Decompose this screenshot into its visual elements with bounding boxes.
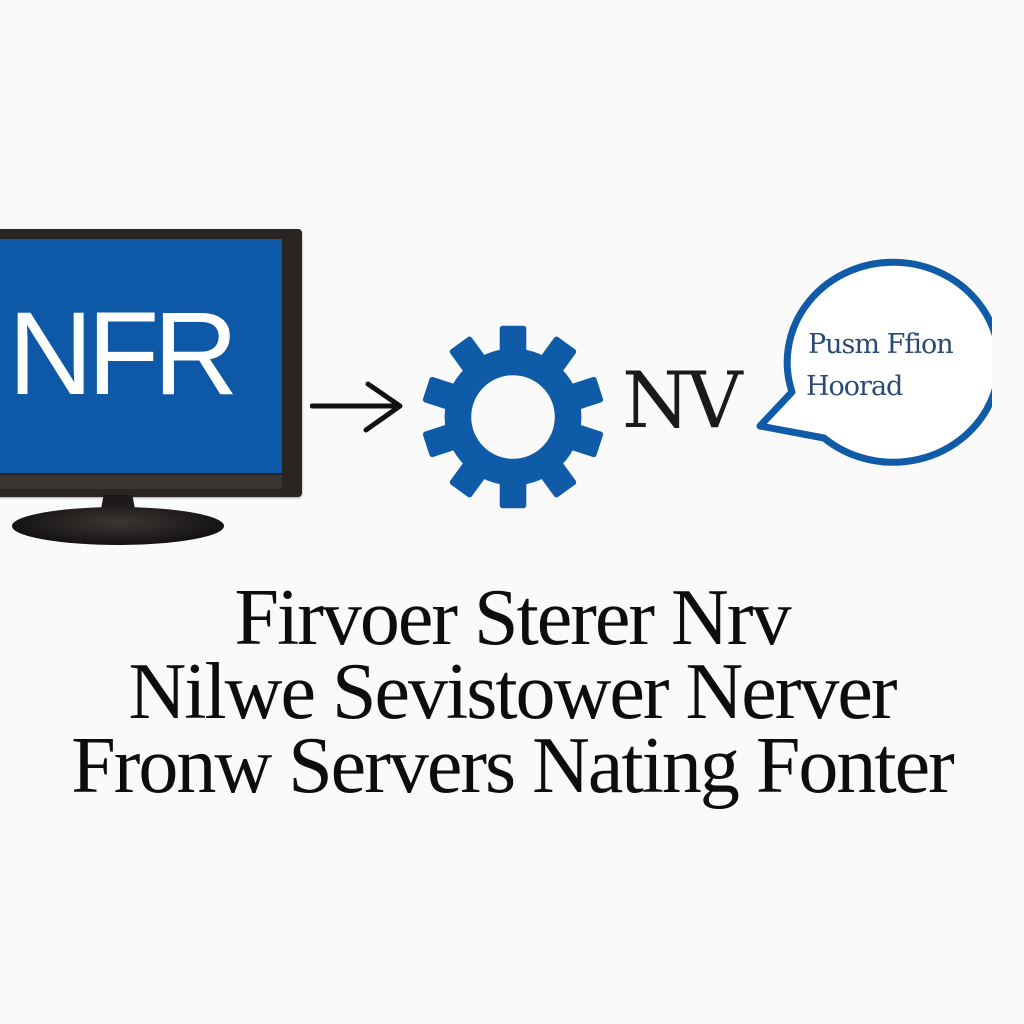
- bubble-text-line-1: Pusm Ffion: [808, 329, 954, 360]
- caption-line-3: Fronw Servers Nating Fonter: [71, 722, 954, 810]
- monitor-icon: NFR: [0, 229, 302, 497]
- gear-icon: [422, 325, 604, 509]
- caption-line-1: Firvoer Sterer Nrv: [234, 574, 792, 662]
- speech-bubble-icon: [756, 258, 992, 466]
- nv-label: NV: [622, 356, 743, 446]
- right-arrow-icon: [310, 381, 403, 433]
- bubble-text-line-2: Hoorad: [806, 371, 903, 402]
- monitor-screen: NFR: [0, 239, 282, 473]
- monitor-stand-base: [12, 507, 224, 545]
- monitor-screen-text: NFR: [8, 288, 239, 420]
- caption-line-2: Nilwe Sevistower Nerver: [128, 648, 897, 736]
- monitor-chin: [0, 475, 282, 489]
